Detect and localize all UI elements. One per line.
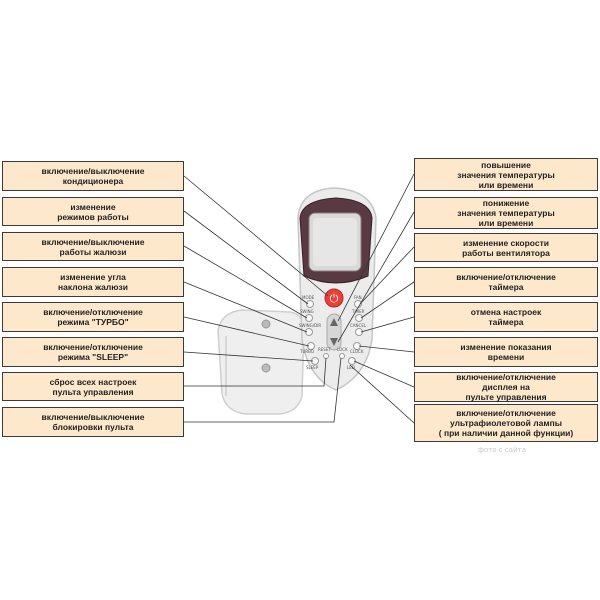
callout-clock: изменение показания времени bbox=[414, 337, 598, 367]
remote-body: ⏻ MODE SWING SWING/DIR TURBO SLEEP FAN T… bbox=[297, 187, 377, 391]
callout-reset: сброс всех настроек пульта управления bbox=[2, 372, 184, 401]
watermark: фото с сайта bbox=[478, 446, 526, 454]
timer-button[interactable] bbox=[355, 314, 363, 322]
swing-button[interactable] bbox=[305, 314, 313, 322]
callout-lock: включение/выключение блокировки пульта bbox=[2, 407, 184, 437]
lock-label: LOCK bbox=[337, 347, 348, 352]
callout-swing-angle: изменение угла наклона жалюзи bbox=[2, 267, 184, 297]
callout-turbo: включение/отключение режима "ТУРБО" bbox=[2, 302, 184, 332]
callout-temp-up: повышение значения температуры или време… bbox=[414, 158, 598, 191]
callout-swing: включение/выключение работы жалюзи bbox=[2, 232, 184, 261]
leader-line bbox=[183, 245, 308, 319]
wall-holder bbox=[217, 309, 305, 415]
led-label: LED bbox=[347, 365, 355, 370]
callout-timer: включение/отключение таймера bbox=[414, 267, 598, 297]
swing-dir-label: SWING/DIR bbox=[299, 323, 321, 328]
cancel-button[interactable] bbox=[355, 328, 363, 336]
mode-label: MODE bbox=[302, 295, 315, 300]
leader-line bbox=[337, 173, 415, 322]
leader-line bbox=[184, 357, 342, 423]
power-icon: ⏻ bbox=[330, 292, 339, 305]
cancel-label: CANCEL bbox=[350, 323, 367, 328]
leader-line bbox=[360, 281, 415, 319]
callout-fan: изменение скорости работы вентилятора bbox=[414, 233, 598, 262]
turbo-label: TURBO bbox=[299, 349, 314, 354]
leader-line bbox=[337, 211, 415, 343]
temp-up-button[interactable] bbox=[330, 318, 338, 326]
fan-label: FAN bbox=[354, 295, 362, 300]
callout-power: включение/выключение кондиционера bbox=[2, 161, 184, 191]
callout-cancel: отмена настроек таймера bbox=[414, 302, 598, 332]
sleep-label: SLEEP bbox=[306, 365, 319, 370]
lock-button[interactable] bbox=[339, 353, 345, 359]
reset-label: RESET bbox=[318, 347, 331, 352]
mode-button[interactable] bbox=[306, 300, 314, 308]
temp-down-button[interactable] bbox=[330, 338, 338, 346]
led-button[interactable] bbox=[348, 357, 356, 365]
leader-line bbox=[353, 360, 415, 388]
temp-rocker bbox=[326, 313, 342, 351]
callout-led: включение/отключение дисплея на пульте у… bbox=[414, 372, 598, 402]
holder-screw-bottom bbox=[261, 363, 271, 373]
leader-line bbox=[359, 246, 415, 305]
leader-lines bbox=[183, 173, 415, 424]
leader-line bbox=[183, 316, 310, 347]
leader-line bbox=[184, 357, 327, 387]
timer-label: TIMER bbox=[351, 309, 365, 314]
holder-screw-top bbox=[261, 319, 271, 329]
leader-line bbox=[183, 210, 309, 305]
leader-line bbox=[349, 364, 415, 424]
clock-label: CLOCK bbox=[350, 349, 364, 354]
power-button[interactable] bbox=[324, 288, 344, 308]
leader-line bbox=[183, 175, 329, 297]
leader-line bbox=[358, 345, 415, 353]
leader-line bbox=[183, 281, 308, 333]
swing-label: SWING bbox=[300, 309, 314, 314]
callout-sleep: включение/отключение режима "SLEEP" bbox=[2, 337, 184, 367]
callout-mode: изменение режимов работы bbox=[2, 197, 184, 226]
callout-temp-down: понижение значения температуры или време… bbox=[414, 197, 598, 229]
reset-button[interactable] bbox=[323, 353, 329, 359]
leader-line bbox=[360, 316, 415, 333]
leader-line bbox=[183, 351, 314, 362]
swing-dir-button[interactable] bbox=[305, 328, 313, 336]
callout-uv-lamp: включение/отключение ультрафиолетовой ла… bbox=[414, 404, 598, 442]
